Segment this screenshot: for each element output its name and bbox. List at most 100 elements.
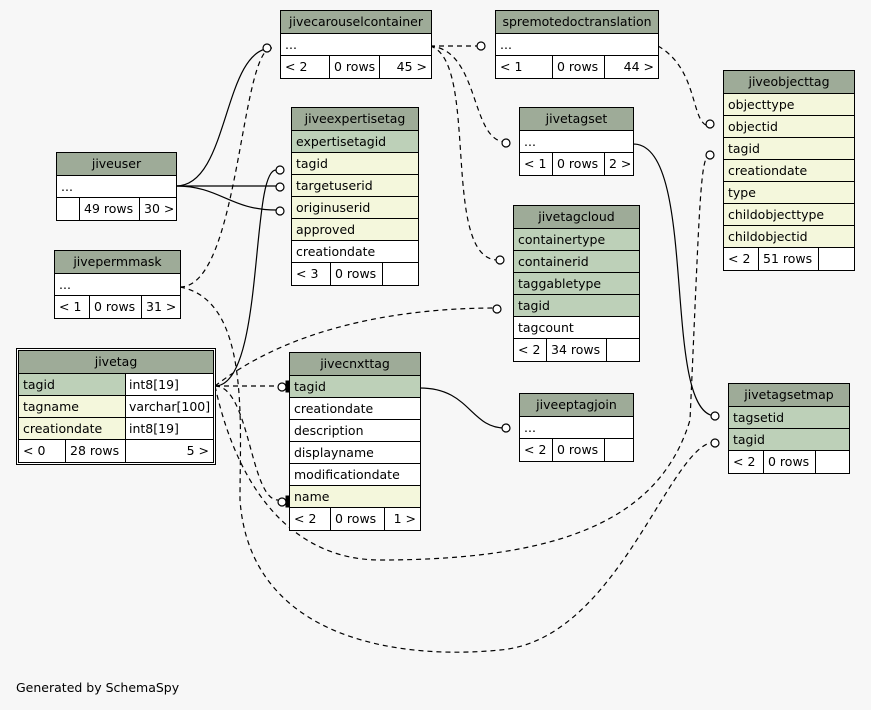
table-jiveobjecttag[interactable]: jiveobjecttag objecttype objectid tagid … — [723, 70, 855, 271]
table-jivecnxttag[interactable]: jivecnxttag tagid creationdate descripti… — [289, 352, 421, 531]
edge-spremote-objecttag — [657, 45, 711, 127]
column-type: varchar[100] — [125, 396, 213, 417]
footer-parents: < 2 — [518, 342, 541, 357]
edge-end-circle — [501, 423, 511, 433]
table-column: originuserid — [292, 197, 418, 219]
table-column: type — [724, 182, 854, 204]
table-jiveuser[interactable]: jiveuser ... 49 rows 30 > — [56, 152, 177, 221]
table-column: ... — [520, 131, 633, 153]
footer-rowcount: 0 rows — [330, 263, 382, 285]
footer-children: 1 > — [384, 508, 420, 530]
footer-parents: < 2 — [728, 251, 751, 266]
table-title: jivetag — [19, 351, 213, 374]
table-spremotedoctranslation[interactable]: spremotedoctranslation ... < 1 0 rows 44… — [495, 10, 659, 79]
footer-rowcount: 28 rows — [65, 440, 125, 462]
table-jivepermmask[interactable]: jivepermmask ... < 1 0 rows 31 > — [54, 250, 181, 319]
table-column: targetuserid — [292, 175, 418, 197]
footer-parents: < 0 — [23, 443, 46, 458]
edge-end-circle — [710, 411, 720, 421]
table-footer: < 1 0 rows 44 > — [496, 56, 658, 78]
edge-end-circle — [277, 382, 287, 392]
table-column: ... — [496, 34, 658, 56]
table-column: ... — [281, 34, 431, 56]
edge-end-circle — [275, 206, 285, 216]
edge-carousel-tagcloud — [429, 45, 499, 261]
footer-parents: < 1 — [59, 299, 82, 314]
table-jivetag[interactable]: jivetag tagid int8[19] tagname varchar[1… — [16, 348, 216, 465]
table-title: jivecarouselcontainer — [281, 11, 431, 34]
footer-parents: < 2 — [285, 59, 308, 74]
footer-children: 2 > — [604, 153, 633, 175]
table-jivecarouselcontainer[interactable]: jivecarouselcontainer ... < 2 0 rows 45 … — [280, 10, 432, 79]
edge-jivetagset-tagsetmap — [632, 143, 717, 417]
footer-rowcount: 51 rows — [758, 248, 818, 270]
table-jivetagcloud[interactable]: jivetagcloud containertype containerid t… — [513, 205, 640, 362]
edge-carousel-tagset — [429, 45, 506, 143]
table-footer: 49 rows 30 > — [57, 198, 176, 220]
generated-by-credit: Generated by SchemaSpy — [16, 680, 180, 695]
table-footer: < 1 0 rows 31 > — [55, 296, 180, 318]
table-title: jivecnxttag — [290, 353, 420, 376]
table-jivetagsetmap[interactable]: jivetagsetmap tagsetid tagid < 2 0 rows — [728, 383, 850, 474]
footer-children — [606, 339, 639, 361]
table-footer: < 2 34 rows — [514, 339, 639, 361]
table-column: name — [290, 486, 420, 508]
table-column: creationdate — [290, 398, 420, 420]
edge-permmask-carousel — [179, 47, 273, 288]
footer-children — [382, 263, 418, 285]
footer-parents: < 3 — [296, 266, 319, 281]
footer-parents: < 1 — [524, 156, 547, 171]
footer-parents — [57, 198, 79, 220]
footer-rowcount: 0 rows — [330, 508, 384, 530]
edge-end-circle — [501, 138, 511, 148]
table-column: ... — [520, 417, 633, 439]
edge-end-circle — [262, 43, 272, 53]
column-name: tagname — [23, 399, 79, 414]
table-column: taggabletype — [514, 273, 639, 295]
footer-rowcount: 0 rows — [89, 296, 141, 318]
edge-end-circle — [275, 182, 285, 192]
table-column: creationdate int8[19] — [19, 418, 213, 440]
footer-parents: < 1 — [500, 59, 523, 74]
column-name: creationdate — [23, 421, 103, 436]
table-title: jiveexpertisetag — [292, 108, 418, 131]
table-jivetagset[interactable]: jivetagset ... < 1 0 rows 2 > — [519, 107, 634, 176]
table-footer: < 2 0 rows — [729, 451, 849, 473]
table-column: tagcount — [514, 317, 639, 339]
table-footer: < 3 0 rows — [292, 263, 418, 285]
footer-children: 5 > — [125, 440, 213, 462]
table-column: ... — [57, 176, 176, 198]
edge-end-circle — [495, 255, 505, 265]
column-type: int8[19] — [125, 418, 213, 439]
table-column: ... — [55, 274, 180, 296]
table-title: jiveobjecttag — [724, 71, 854, 94]
table-column: containertype — [514, 229, 639, 251]
edge-jivetag-expertise-tagid — [214, 169, 277, 387]
footer-children — [815, 451, 849, 473]
table-footer: < 2 51 rows — [724, 248, 854, 270]
table-footer: < 1 0 rows 2 > — [520, 153, 633, 175]
footer-rowcount: 0 rows — [552, 153, 604, 175]
footer-children — [818, 248, 854, 270]
table-title: jivetagsetmap — [729, 384, 849, 407]
table-column: childobjectid — [724, 226, 854, 248]
table-jiveexpertisetag[interactable]: jiveexpertisetag expertisetagid tagid ta… — [291, 107, 419, 286]
table-column: modificationdate — [290, 464, 420, 486]
table-title: jiveeptagjoin — [520, 394, 633, 417]
table-footer: < 2 0 rows 45 > — [281, 56, 431, 78]
table-title: jivepermmask — [55, 251, 180, 274]
footer-parents: < 2 — [524, 442, 547, 457]
table-column: creationdate — [292, 241, 418, 263]
footer-rowcount: 0 rows — [552, 439, 604, 461]
table-column: tagid — [514, 295, 639, 317]
footer-children: 45 > — [379, 56, 431, 78]
table-jiveeptagjoin[interactable]: jiveeptagjoin ... < 2 0 rows — [519, 393, 634, 462]
edge-end-circle — [492, 304, 502, 314]
footer-parents: < 2 — [294, 511, 317, 526]
edge-jivecnxttag-eptagjoin — [419, 387, 506, 429]
table-footer: < 2 0 rows — [520, 439, 633, 461]
table-column: tagid — [290, 376, 420, 398]
table-column: objecttype — [724, 94, 854, 116]
edge-end-circle — [705, 119, 715, 129]
footer-rowcount: 49 rows — [79, 198, 139, 220]
